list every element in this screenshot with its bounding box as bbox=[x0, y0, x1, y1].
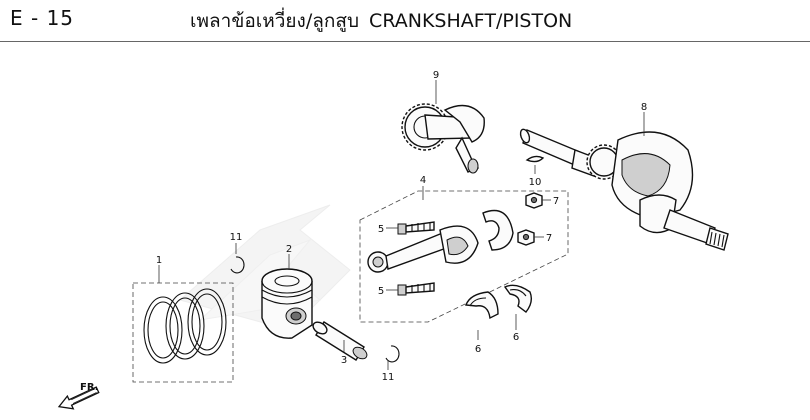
callout-6-right: 6 bbox=[513, 332, 519, 343]
callout-5-upper: 5 bbox=[378, 224, 384, 235]
callout-7-upper: 7 bbox=[553, 196, 559, 207]
rod-nut-lower[interactable] bbox=[517, 229, 535, 246]
balancer-shaft[interactable] bbox=[401, 103, 485, 174]
callout-10: 10 bbox=[529, 177, 542, 188]
ring-set-frame bbox=[132, 282, 234, 383]
section-code: E - 15 bbox=[10, 6, 75, 30]
piston[interactable] bbox=[261, 268, 313, 339]
front-label: FR. bbox=[80, 382, 99, 393]
crankshaft[interactable] bbox=[519, 128, 729, 251]
callout-2: 2 bbox=[286, 244, 292, 255]
arrow-left-icon bbox=[57, 386, 100, 410]
connecting-rod-frame bbox=[359, 190, 569, 323]
bearing-shell-left[interactable] bbox=[465, 291, 499, 320]
ring-top bbox=[143, 296, 183, 364]
leader-lines bbox=[158, 80, 645, 370]
callout-3: 3 bbox=[341, 355, 347, 366]
callout-11-upper: 11 bbox=[230, 232, 243, 243]
callout-1: 1 bbox=[156, 255, 162, 266]
callout-5-lower: 5 bbox=[378, 286, 384, 297]
callout-labels: 1 2 3 4 5 5 6 6 7 7 8 9 10 11 11 bbox=[156, 70, 647, 383]
front-direction-indicator: FR. bbox=[57, 382, 100, 410]
title-english: CRANKSHAFT/PISTON bbox=[369, 10, 573, 32]
callout-9: 9 bbox=[433, 70, 439, 81]
callout-8: 8 bbox=[641, 102, 647, 113]
callout-6-left: 6 bbox=[475, 344, 481, 355]
callout-4: 4 bbox=[420, 175, 426, 186]
rod-nut-upper[interactable] bbox=[525, 192, 543, 209]
bearing-shell-right[interactable] bbox=[503, 284, 533, 313]
woodruff-key[interactable] bbox=[525, 155, 545, 163]
ring-oil bbox=[187, 288, 227, 356]
ring-second bbox=[165, 292, 205, 360]
piston-ring-set[interactable] bbox=[132, 282, 234, 383]
rod-bolt-upper[interactable] bbox=[397, 221, 435, 235]
callout-7-lower: 7 bbox=[546, 233, 552, 244]
piston-pin[interactable] bbox=[311, 320, 369, 361]
header-divider bbox=[0, 41, 810, 42]
title-thai: เพลาข้อเหวี่ยง/ลูกสูบ bbox=[190, 10, 360, 32]
piston-pin-clip-lower[interactable] bbox=[385, 345, 400, 363]
page-title: เพลาข้อเหวี่ยง/ลูกสูบ CRANKSHAFT/PISTON bbox=[190, 6, 572, 36]
piston-pin-clip-upper[interactable] bbox=[230, 256, 245, 274]
callout-11-lower: 11 bbox=[382, 372, 395, 383]
connecting-rod[interactable] bbox=[367, 225, 479, 273]
rod-bolt-lower[interactable] bbox=[397, 282, 435, 296]
connecting-rod-cap[interactable] bbox=[482, 209, 514, 251]
